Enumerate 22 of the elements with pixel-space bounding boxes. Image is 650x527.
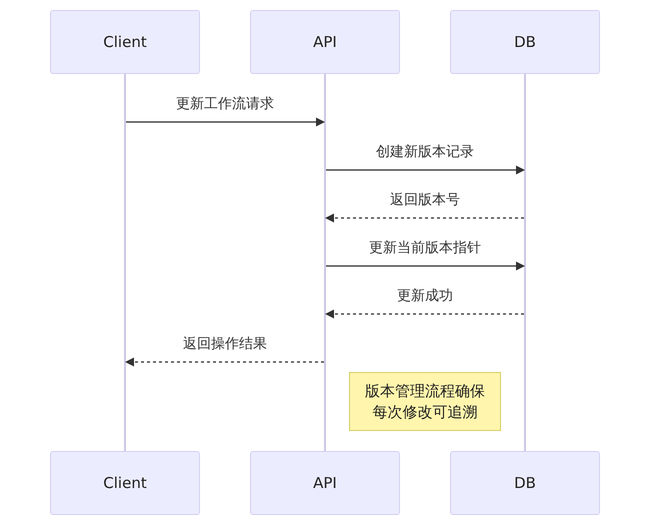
message-label: 更新工作流请求 (174, 95, 276, 113)
note-box: 版本管理流程确保每次修改可追溯 (349, 372, 501, 431)
message-label: 更新当前版本指针 (367, 239, 483, 257)
lifeline (324, 74, 326, 451)
message-arrow (126, 117, 325, 127)
participant-box: DB (450, 451, 600, 515)
message-arrow (325, 213, 524, 223)
message-arrow (326, 261, 525, 271)
message-label: 返回操作结果 (181, 335, 269, 353)
participant-box: Client (50, 10, 200, 74)
message-arrow (326, 165, 525, 175)
lifeline (524, 74, 526, 451)
message-label: 返回版本号 (388, 191, 462, 209)
message-label: 创建新版本记录 (374, 143, 476, 161)
lifeline (124, 74, 126, 451)
participant-box: Client (50, 451, 200, 515)
message-label: 更新成功 (395, 287, 455, 305)
participant-box: API (250, 451, 400, 515)
message-arrow (325, 309, 524, 319)
participant-box: API (250, 10, 400, 74)
message-arrow (125, 357, 324, 367)
participant-box: DB (450, 10, 600, 74)
